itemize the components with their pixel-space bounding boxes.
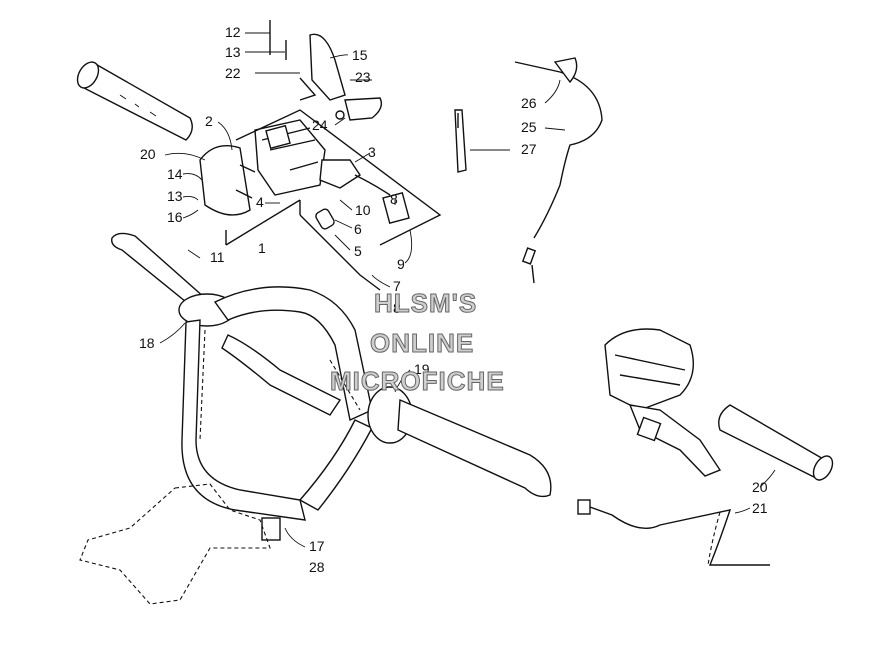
callout-1: 1 bbox=[258, 240, 266, 256]
callout-labels: 12 13 22 15 23 24 2 3 20 14 13 16 4 10 8… bbox=[139, 24, 768, 575]
handlebar-pad bbox=[79, 483, 281, 605]
callout-3: 3 bbox=[368, 144, 376, 160]
left-grip bbox=[76, 61, 193, 141]
assembly-outline bbox=[225, 109, 442, 291]
callout-15: 15 bbox=[352, 47, 368, 63]
callout-11: 11 bbox=[210, 249, 225, 265]
leader-lines bbox=[159, 32, 776, 548]
callout-7: 7 bbox=[393, 278, 401, 294]
callout-9: 9 bbox=[397, 256, 405, 272]
watermark-line-3: MICROFICHE bbox=[330, 366, 505, 396]
callout-8-top: 8 bbox=[390, 191, 398, 207]
callout-20-left: 20 bbox=[140, 146, 156, 162]
callout-12: 12 bbox=[225, 24, 241, 40]
tool-27 bbox=[454, 109, 467, 173]
brake-assembly bbox=[604, 328, 722, 477]
handlebar bbox=[111, 232, 552, 521]
callout-22: 22 bbox=[225, 65, 241, 81]
callout-17: 17 bbox=[309, 538, 325, 554]
callout-2: 2 bbox=[205, 113, 213, 129]
throttle-lever bbox=[269, 20, 383, 121]
callout-20-right: 20 bbox=[752, 479, 768, 495]
callout-25: 25 bbox=[521, 119, 537, 135]
callout-4: 4 bbox=[256, 194, 264, 210]
callout-19: 19 bbox=[414, 361, 430, 377]
watermark-line-2: ONLINE bbox=[370, 328, 474, 358]
throttle-housing bbox=[199, 119, 410, 230]
callout-26: 26 bbox=[521, 95, 537, 111]
callout-23: 23 bbox=[355, 69, 371, 85]
callout-27: 27 bbox=[521, 141, 537, 157]
right-grip bbox=[718, 404, 834, 481]
callout-14: 14 bbox=[167, 166, 183, 182]
heater-harness bbox=[577, 499, 770, 566]
callout-10: 10 bbox=[355, 202, 371, 218]
watermark: HLSM'S ONLINE MICROFICHE bbox=[330, 288, 505, 397]
callout-13-top: 13 bbox=[225, 44, 241, 60]
callout-21: 21 bbox=[752, 500, 768, 516]
callout-16: 16 bbox=[167, 209, 183, 225]
callout-8-bottom: 8 bbox=[393, 300, 401, 316]
callout-28: 28 bbox=[309, 559, 325, 575]
callout-18: 18 bbox=[139, 335, 155, 351]
callout-13-left: 13 bbox=[167, 188, 183, 204]
callout-24: 24 bbox=[312, 117, 328, 133]
callout-6: 6 bbox=[354, 221, 362, 237]
watermark-line-1: HLSM'S bbox=[374, 288, 477, 318]
throttle-cable bbox=[514, 57, 603, 284]
callout-5: 5 bbox=[354, 243, 362, 259]
